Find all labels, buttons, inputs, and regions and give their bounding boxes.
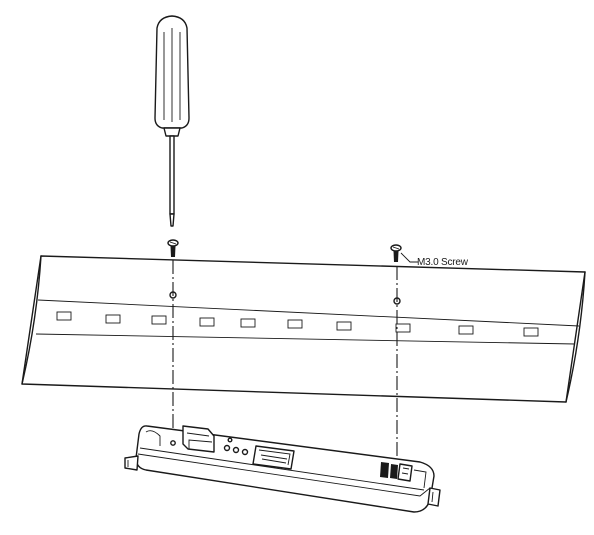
- screw-icon: [167, 239, 179, 257]
- callout-leader: [400, 252, 418, 263]
- screw-icon: [390, 244, 402, 262]
- screw-callout-label: M3.0 Screw: [417, 257, 468, 268]
- mounting-rail: [21, 255, 586, 403]
- screwdriver-icon: [154, 15, 190, 227]
- controller-module: [124, 425, 441, 513]
